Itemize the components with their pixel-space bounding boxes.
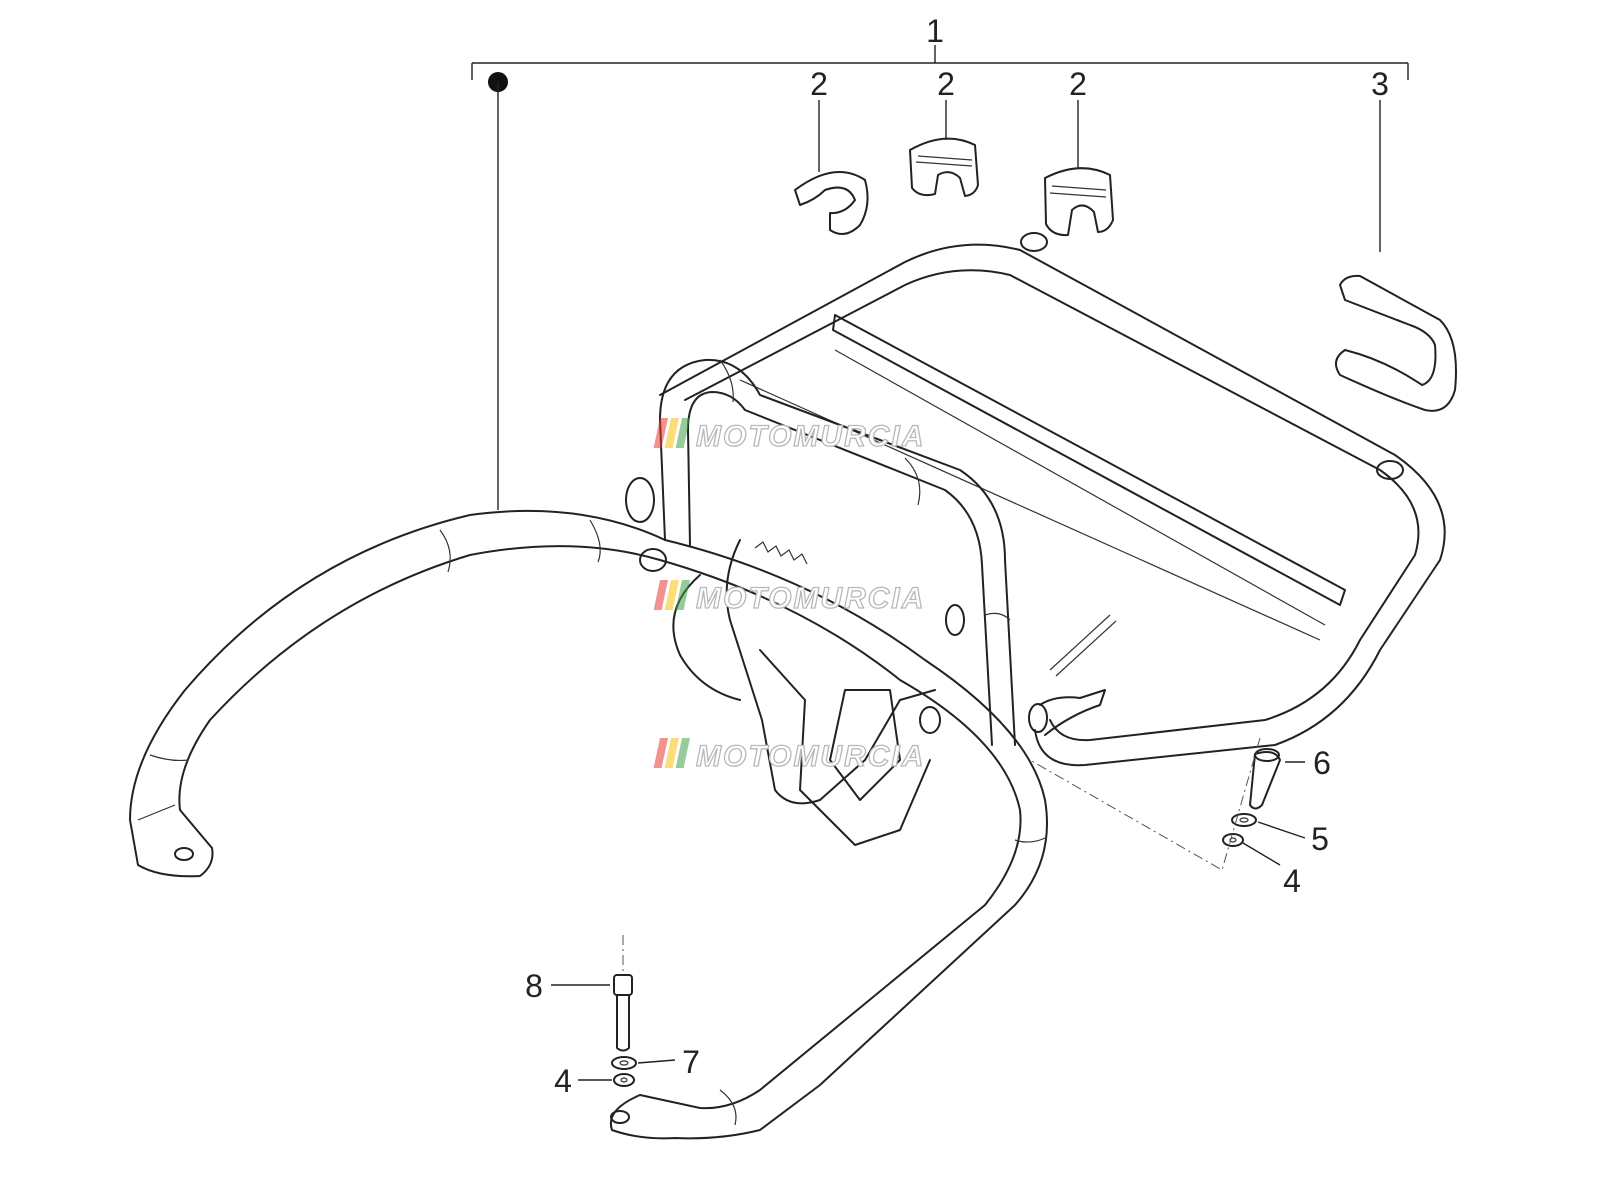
- rack-rivet: [1376, 460, 1404, 480]
- watermark-stripe-yellow: [664, 580, 679, 610]
- callout-2b: 2: [937, 66, 955, 102]
- bolt-item-6: [1249, 748, 1281, 810]
- callout-2c: 2: [1069, 66, 1087, 102]
- watermark-stripe-yellow: [664, 418, 679, 448]
- watermark-stripe-green: [675, 418, 690, 448]
- callout-6: 6: [1313, 745, 1331, 781]
- watermark-stripe-red: [653, 418, 668, 448]
- leader-lines: [551, 100, 1381, 1081]
- watermark-stripe-yellow: [664, 738, 679, 768]
- watermark-stripe-red: [653, 580, 668, 610]
- watermark-1: MOTOMURCIA: [653, 418, 925, 454]
- watermark-text: MOTOMURCIA: [696, 740, 925, 773]
- watermark-text: MOTOMURCIA: [696, 582, 925, 615]
- rack-cover-part: [1335, 274, 1457, 412]
- rack-frame: [659, 232, 1446, 767]
- callout-1: 1: [926, 13, 944, 49]
- callouts: 1 2 2 2 3 6 5 4 8 7 4: [525, 13, 1389, 1099]
- bolt-item-8: [613, 935, 633, 1052]
- clip-part-a: [794, 171, 869, 235]
- rack-rivet: [1020, 232, 1048, 252]
- mounting-hole: [610, 1110, 630, 1124]
- assembly-bracket: [471, 45, 1409, 510]
- mounting-hole: [174, 847, 194, 861]
- callout-4-bottom: 4: [554, 1063, 572, 1099]
- watermark-stripe-green: [675, 580, 690, 610]
- watermark-3: MOTOMURCIA: [653, 738, 925, 774]
- watermark-stripe-red: [653, 738, 668, 768]
- watermark-stripe-green: [675, 738, 690, 768]
- callout-4-right: 4: [1283, 863, 1301, 899]
- callout-2a: 2: [810, 66, 828, 102]
- rack-front-hoop: [659, 358, 1016, 746]
- washer-item-4-right: [1222, 833, 1244, 847]
- callout-5: 5: [1311, 821, 1329, 857]
- watermark-text: MOTOMURCIA: [696, 420, 925, 453]
- washer-item-5: [1231, 813, 1257, 827]
- callout-7: 7: [682, 1044, 700, 1080]
- washer-item-4-bottom: [613, 1073, 635, 1087]
- washer-item-7: [611, 1056, 637, 1070]
- clip-part-c: [1044, 167, 1114, 237]
- callout-3: 3: [1371, 66, 1389, 102]
- clip-part-b: [909, 137, 979, 197]
- watermark-2: MOTOMURCIA: [653, 580, 925, 616]
- callout-8: 8: [525, 968, 543, 1004]
- rack-grab-loop: [129, 509, 1048, 1140]
